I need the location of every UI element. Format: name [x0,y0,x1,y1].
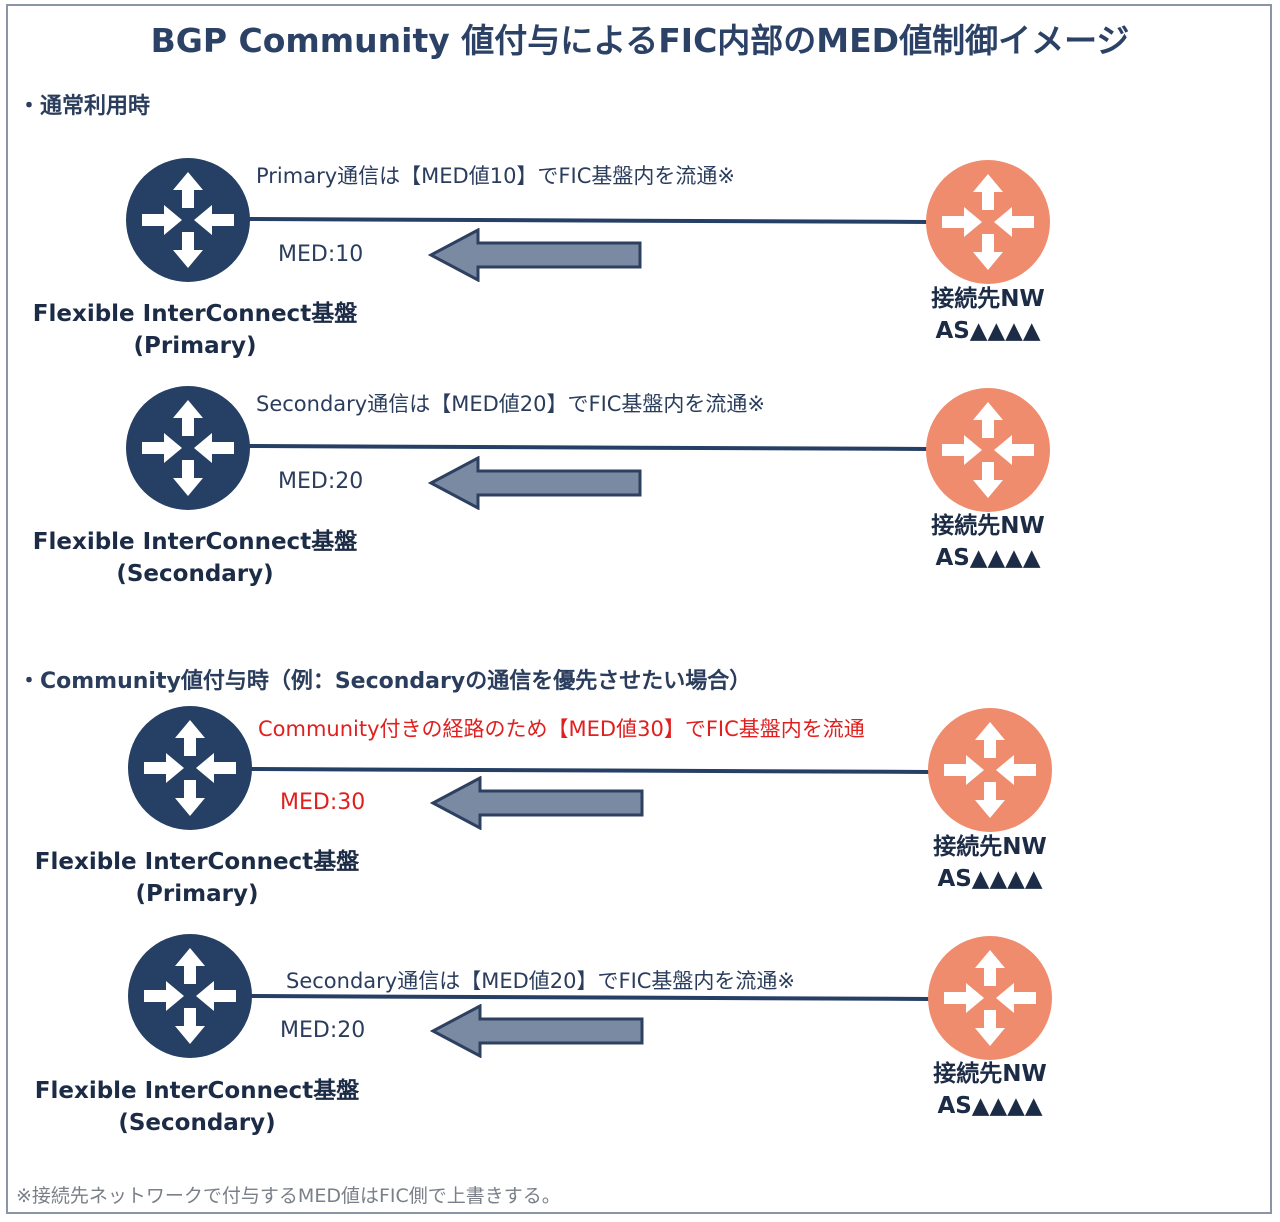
fic-node-name: Flexible InterConnect基盤(Primary) [34,849,360,907]
peer-router-icon [926,388,1050,512]
route-label: Secondary通信は【MED値20】でFIC基盤内を流通※ [286,969,796,993]
peer-router-icon [928,708,1052,832]
peer-router-icon [928,936,1052,1060]
diagram-frame [6,4,1272,1214]
route-label: Primary通信は【MED値10】でFIC基盤内を流通※ [256,164,735,188]
fic-router-icon [128,706,252,830]
fic-node-name: Flexible InterConnect基盤(Secondary) [32,529,358,587]
left-arrow-icon [430,776,644,830]
med-value-label: MED:10 [278,242,364,267]
fic-node-name: Flexible InterConnect基盤(Primary) [32,301,358,359]
fic-router-icon [126,386,250,510]
left-arrow-icon [428,456,642,510]
section-normal-label: ・通常利用時 [18,94,151,119]
left-arrow-icon [428,228,642,282]
route-label: Secondary通信は【MED値20】でFIC基盤内を流通※ [256,392,766,416]
med-value-label: MED:20 [280,1018,366,1043]
fic-router-icon [128,934,252,1058]
med-value-label: MED:20 [278,469,364,494]
footnote: ※接続先ネットワークで付与するMED値はFIC側で上書きする。 [16,1185,561,1207]
route-label-highlight: Community付きの経路のため【MED値30】でFIC基盤内を流通 [258,717,865,741]
page-title: BGP Community 値付与によるFIC内部のMED値制御イメージ [150,21,1130,60]
peer-router-icon [926,160,1050,284]
fic-node-name: Flexible InterConnect基盤(Secondary) [34,1078,360,1136]
left-arrow-icon [430,1004,644,1058]
fic-router-icon [126,158,250,282]
med-value-label-highlight: MED:30 [280,790,366,815]
section-community-label: ・Community値付与時（例：Secondaryの通信を優先させたい場合） [18,669,752,694]
